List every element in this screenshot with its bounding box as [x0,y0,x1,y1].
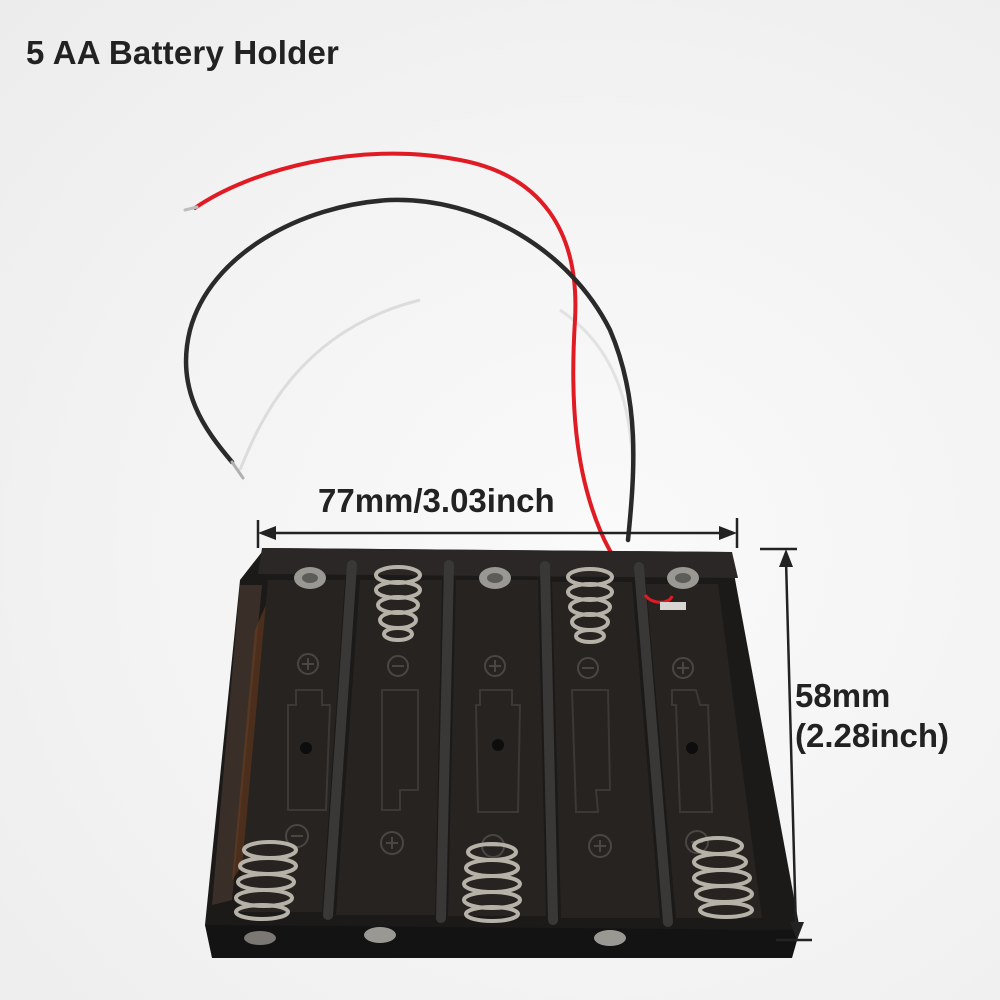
black-wire [183,197,636,543]
height-inch-label: (2.28inch) [795,717,950,754]
red-wire [193,151,647,597]
width-label: 77mm/3.03inch [318,482,555,519]
height-mm-label: 58mm [795,677,891,714]
height-label: 58mm (2.28inch) [795,676,949,756]
page-title: 5 AA Battery Holder [26,34,340,71]
height-dimension-line [760,547,812,942]
width-dimension-line [256,518,739,548]
